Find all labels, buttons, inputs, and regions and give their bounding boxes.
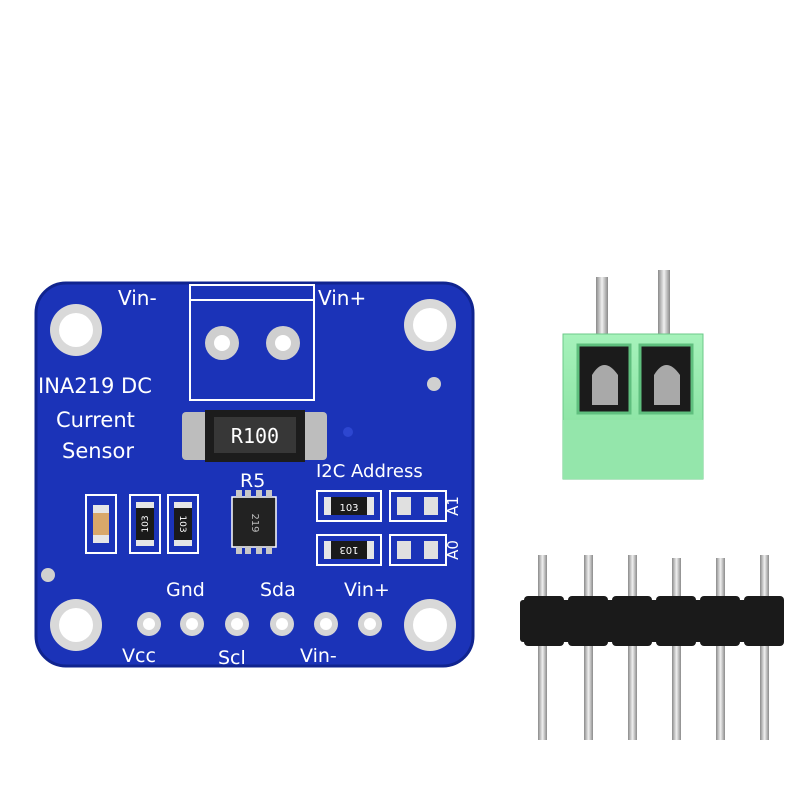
via [427, 377, 441, 391]
ina219-board: Vin- Vin+ INA219 DC Current Sensor R100 … [34, 281, 475, 669]
shunt-marking: R100 [231, 424, 279, 448]
pad-sda [270, 612, 294, 636]
board-title-line-1: INA219 DC [38, 374, 152, 398]
pin-label-scl: Scl [218, 647, 246, 669]
pin-label-gnd: Gnd [166, 579, 205, 601]
resistor-marking: 103 [339, 503, 358, 514]
male-pin-header [520, 555, 784, 740]
capacitor [85, 494, 117, 554]
terminal-port-right [638, 343, 694, 415]
a0-label: A0 [444, 540, 462, 560]
resistor-103-left-2: 103 [167, 494, 199, 554]
via [343, 427, 353, 437]
label-vin-plus-top: Vin+ [318, 286, 366, 310]
resistor-marking: 103 [339, 544, 358, 555]
board-title-line-3: Sensor [62, 439, 134, 463]
jumper-a0 [389, 534, 447, 566]
address-resistor-a0: 103 [316, 534, 382, 566]
pad-gnd [180, 612, 204, 636]
i2c-address-label: I2C Address [316, 461, 423, 482]
terminal-port-left [576, 343, 632, 415]
terminal-pad-right [266, 326, 300, 360]
mounting-hole-top-right [404, 299, 456, 351]
a1-label: A1 [444, 496, 462, 516]
pad-vin-minus [314, 612, 338, 636]
pin-label-sda: Sda [260, 579, 296, 601]
board-title-line-2: Current [56, 408, 135, 432]
ina219-chip: 219 [231, 490, 277, 554]
resistor-marking: 103 [177, 515, 187, 532]
mounting-hole-bottom-right [404, 599, 456, 651]
resistor-103-left-1: 103 [129, 494, 161, 554]
header-pads [137, 612, 382, 636]
header-pins [538, 555, 769, 740]
terminal-footprint [189, 284, 315, 401]
label-vin-minus-top: Vin- [118, 286, 157, 310]
via [41, 568, 55, 582]
screw-terminal-block [562, 270, 704, 480]
terminal-pad-left [205, 326, 239, 360]
jumper-a1 [389, 490, 447, 522]
mounting-hole-bottom-left [50, 599, 102, 651]
header-plastic-body [520, 596, 784, 646]
pin-label-vin-minus: Vin- [300, 645, 337, 667]
address-resistor-a1: 103 [316, 490, 382, 522]
chip-marking: 219 [249, 513, 260, 532]
pad-vin-plus [358, 612, 382, 636]
r5-label: R5 [240, 470, 265, 492]
pin-label-vin-plus: Vin+ [344, 579, 390, 601]
pin-label-vcc: Vcc [122, 645, 156, 667]
pad-scl [225, 612, 249, 636]
pad-vcc [137, 612, 161, 636]
mounting-hole-top-left [50, 304, 102, 356]
resistor-marking: 103 [141, 515, 151, 532]
shunt-resistor: R100 [182, 410, 327, 462]
